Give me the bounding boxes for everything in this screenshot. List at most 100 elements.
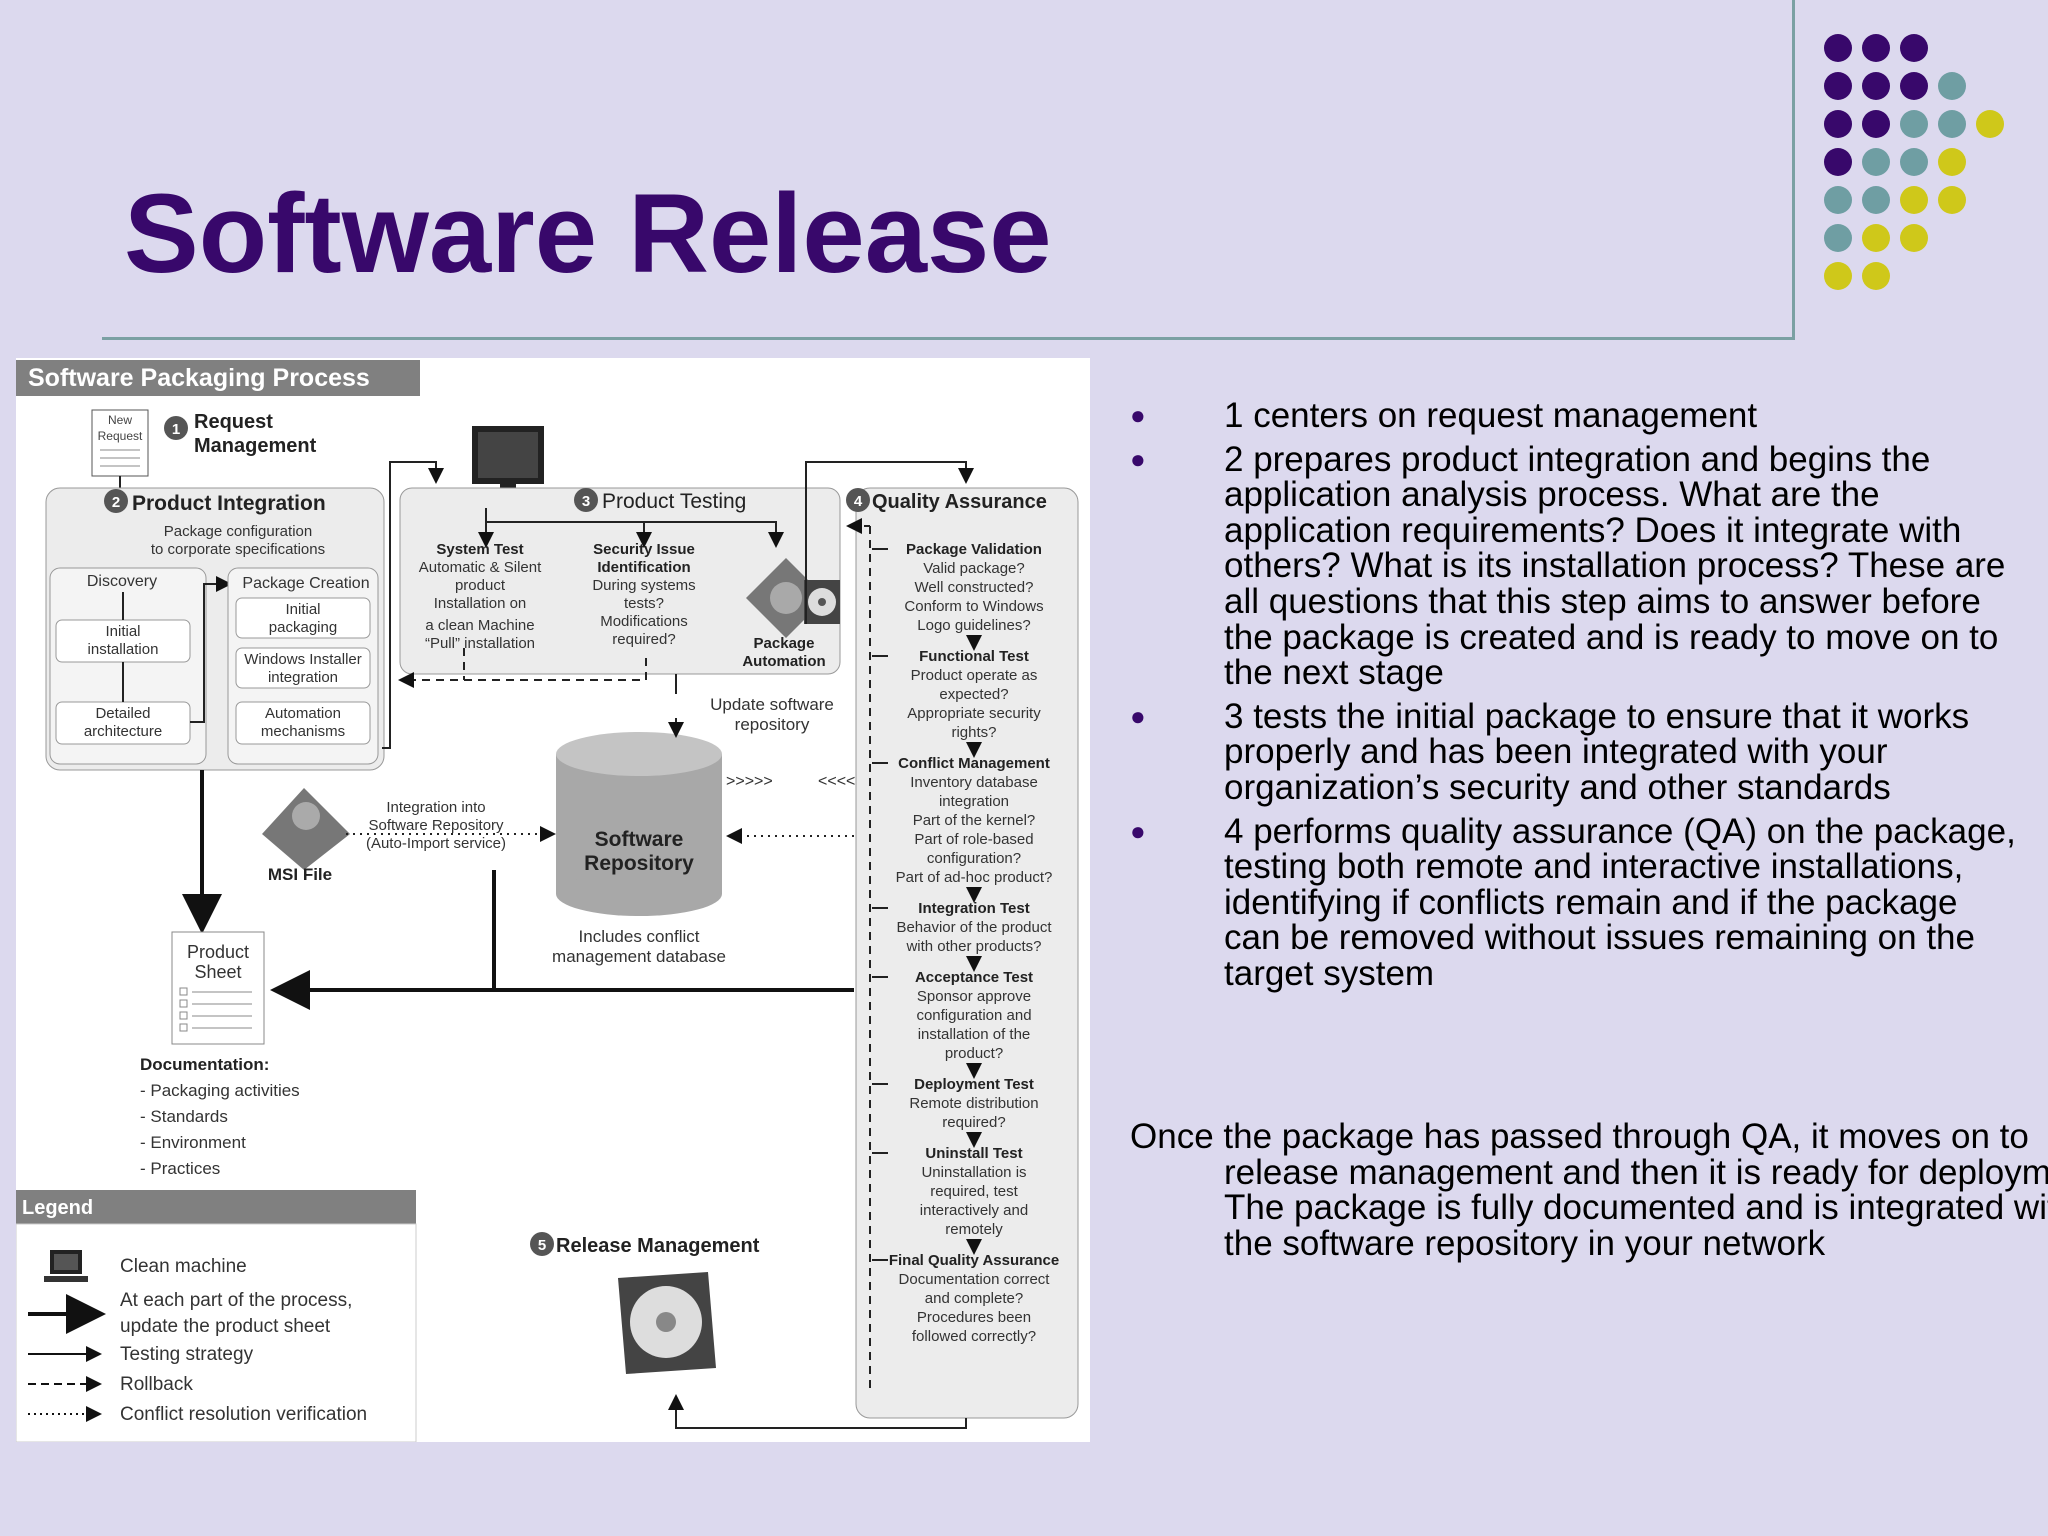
detailed-architecture-line1: Detailed: [95, 705, 150, 722]
detailed-architecture-line2: architecture: [84, 723, 162, 740]
step4-title: Quality Assurance: [872, 491, 1047, 513]
legend-thick-arrow-line1: At each part of the process,: [120, 1290, 352, 1311]
decorative-dot: [1938, 110, 1966, 138]
legend-rollback: Rollback: [120, 1374, 193, 1395]
legend-conflict-resolution: Conflict resolution verification: [120, 1404, 367, 1425]
bullet-list: ●1 centers on request management ●2 prep…: [1130, 398, 2020, 1000]
qa-item-heading: Conflict Management: [898, 755, 1050, 772]
integration-note-line2: Software Repository: [368, 817, 504, 834]
qa-item-line: Logo guidelines?: [917, 617, 1030, 634]
documentation-item-3: - Environment: [140, 1133, 246, 1152]
step3-title: Product Testing: [602, 490, 746, 513]
step4-number: 4: [854, 493, 863, 510]
update-repo-line2: repository: [735, 715, 810, 734]
security-issue-line4: tests?: [624, 595, 664, 612]
step1-badge: [164, 416, 188, 440]
decorative-dot: [1976, 110, 2004, 138]
security-issue-line6: required?: [612, 631, 675, 648]
legend-testing-strategy: Testing strategy: [120, 1344, 254, 1365]
title-divider-vertical: [1792, 0, 1795, 340]
package-automation-line2: Automation: [742, 653, 825, 670]
diagram-header-bar: [16, 360, 420, 396]
flow-mark-forward: >>>>>: [726, 773, 773, 790]
documentation-title: Documentation:: [140, 1055, 269, 1074]
qa-item-line: Uninstallation is: [921, 1164, 1026, 1181]
decorative-dot: [1824, 148, 1852, 176]
decorative-dot: [1938, 72, 1966, 100]
decorative-dot: [1824, 72, 1852, 100]
release-cd-icon: [618, 1272, 716, 1374]
bullet-item: ●1 centers on request management: [1130, 396, 1758, 435]
decorative-dot: [1862, 72, 1890, 100]
decorative-dot: [1862, 148, 1890, 176]
documentation-item-1: - Packaging activities: [140, 1081, 300, 1100]
automation-line2: mechanisms: [261, 723, 345, 740]
repo-note-line1: Includes conflict: [579, 927, 700, 946]
qa-item-line: Behavior of the product: [896, 919, 1052, 936]
product-sheet-line1: Product: [187, 942, 249, 962]
decorative-dot: [1862, 110, 1890, 138]
decorative-dot: [1824, 110, 1852, 138]
qa-item-heading: Package Validation: [906, 541, 1042, 558]
step2-subtitle-line1: Package configuration: [164, 523, 312, 540]
qa-item-line: interactively and: [920, 1202, 1028, 1219]
step1-title-line1: Request: [194, 411, 273, 433]
update-repo-line1: Update software: [710, 695, 834, 714]
qa-item-line: and complete?: [925, 1290, 1023, 1307]
bullet-item: ●4 performs quality assurance (QA) on th…: [1130, 811, 2016, 993]
new-request-document-icon: [91, 409, 149, 477]
legend-clean-machine: Clean machine: [120, 1256, 247, 1277]
software-packaging-diagram: Software Packaging Process New Request 1…: [16, 358, 1090, 1442]
qa-item-line: Sponsor approve: [917, 988, 1031, 1005]
qa-item-line: expected?: [939, 686, 1008, 703]
system-test-line1: System Test: [436, 541, 523, 558]
qa-item-line: Valid package?: [923, 560, 1024, 577]
integration-note-line1: Integration into: [386, 799, 485, 816]
initial-packaging-line2: packaging: [269, 619, 337, 636]
bullet-dot-icon: ●: [1130, 400, 1146, 430]
qa-item-heading: Final Quality Assurance: [889, 1252, 1059, 1269]
decorative-dot: [1938, 186, 1966, 214]
legend-header-bar: [16, 1190, 416, 1224]
qa-item-heading: Uninstall Test: [925, 1145, 1022, 1162]
closing-paragraph: Once the package has passed through QA, …: [1130, 1117, 2048, 1263]
bullet-item: ●3 tests the initial package to ensure t…: [1130, 696, 1970, 807]
documentation-item-4: - Practices: [140, 1159, 220, 1178]
documentation-item-2: - Standards: [140, 1107, 228, 1126]
flow-mark-backward: <<<<<: [818, 773, 865, 790]
msi-file-label: MSI File: [268, 865, 332, 884]
step5-title: Release Management: [556, 1235, 760, 1257]
decorative-dot: [1824, 186, 1852, 214]
step3-number: 3: [582, 493, 590, 510]
security-issue-line5: Modifications: [600, 613, 688, 630]
decorative-dot: [1862, 34, 1890, 62]
decorative-dot: [1824, 262, 1852, 290]
repository-line1: Software: [595, 828, 684, 851]
qa-item-line: Part of the kernel?: [913, 812, 1036, 829]
software-repository-cylinder: [556, 732, 722, 916]
security-issue-line3: During systems: [592, 577, 695, 594]
qa-item-line: Conform to Windows: [904, 598, 1043, 615]
package-creation-label: Package Creation: [242, 575, 369, 592]
step2-badge: [104, 489, 128, 513]
qa-item-line: Appropriate security: [907, 705, 1041, 722]
qa-item-line: remotely: [945, 1221, 1003, 1238]
security-issue-line2: Identification: [597, 559, 690, 576]
system-test-line6: “Pull” installation: [425, 635, 535, 652]
qa-item-line: configuration?: [927, 850, 1021, 867]
qa-item-line: Remote distribution: [909, 1095, 1038, 1112]
windows-installer-line1: Windows Installer: [244, 651, 362, 668]
qa-item-line: required, test: [930, 1183, 1018, 1200]
decorative-dot: [1824, 224, 1852, 252]
step4-badge: [846, 488, 870, 512]
initial-packaging-line1: Initial: [285, 601, 320, 618]
decorative-dot: [1938, 148, 1966, 176]
new-request-line1: New: [108, 413, 132, 427]
msi-file-icon: [262, 788, 350, 870]
qa-item-line: configuration and: [916, 1007, 1031, 1024]
system-test-line2: Automatic & Silent: [419, 559, 542, 576]
bullet-dot-icon: ●: [1130, 443, 1146, 474]
qa-item-line: rights?: [951, 724, 996, 741]
qa-item-line: Inventory database: [910, 774, 1038, 791]
